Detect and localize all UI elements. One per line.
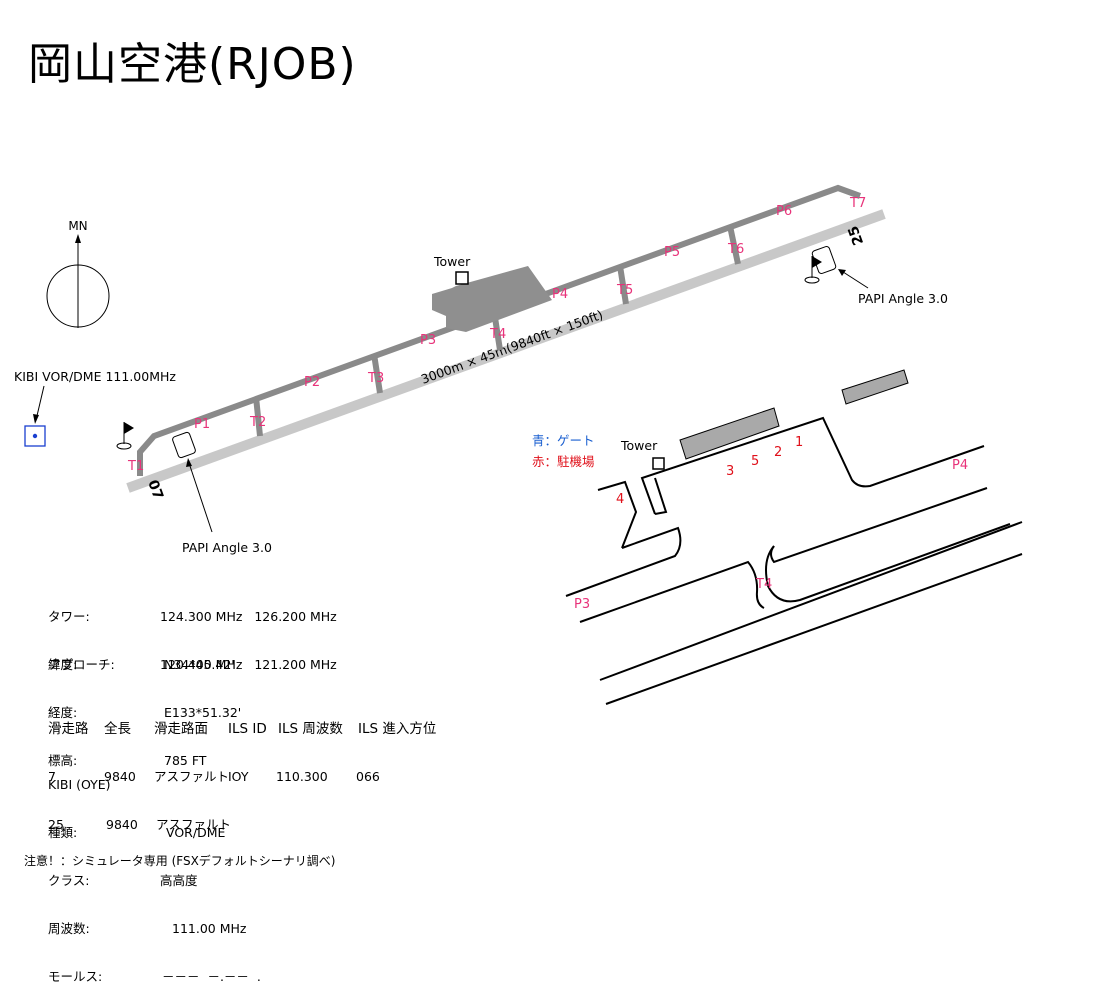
label-P2: P2 <box>304 375 320 390</box>
navaid-label: モールス: <box>48 969 103 984</box>
legend-parking: 赤：駐機場 <box>532 454 595 469</box>
vor-label: KIBI VOR/DME 111.00MHz <box>14 369 176 384</box>
morse-code: －－－ －.－－ . <box>162 969 261 984</box>
papi-west: PAPI Angle 3.0 <box>116 422 272 555</box>
airport-diagram: MN KIBI VOR/DME 111.00MHz 3000m × 45m(98… <box>14 184 1023 705</box>
north-indicator: MN <box>46 219 110 328</box>
runway-table-cell: IOY <box>228 769 249 784</box>
navaid-value: 111.00 MHz <box>172 921 247 936</box>
position-label: 標高: <box>48 753 78 768</box>
navaid-name: KIBI (OYE) <box>48 777 111 792</box>
spot-5: 5 <box>751 454 759 469</box>
runway <box>126 209 886 493</box>
label-T1: T1 <box>127 459 144 474</box>
label-T2: T2 <box>249 415 266 430</box>
label-P3: P3 <box>420 333 436 348</box>
detail-label-P4: P4 <box>952 458 968 473</box>
taxiway-system <box>137 184 862 476</box>
tower-symbol <box>455 271 469 285</box>
freq-value: 120.400 MHz 121.200 MHz <box>160 657 337 672</box>
navaid-label: 周波数: <box>48 921 90 936</box>
runway-table-cell: 9840 <box>106 817 138 832</box>
runway-table-header: 滑走路面 <box>154 721 208 737</box>
label-T3: T3 <box>367 371 384 386</box>
runway-end-25: 25 <box>845 223 867 247</box>
papi-west-label: PAPI Angle 3.0 <box>182 540 272 555</box>
runway-table-header: 滑走路 <box>48 721 89 737</box>
freq-label: アプローチ: <box>48 657 115 672</box>
navaid-block: KIBI (OYE) 種類: VOR/DME クラス: 高高度 周波数: 111.00… <box>48 745 348 1001</box>
apron-tower-label: Tower <box>620 438 658 453</box>
runway-table-cell: 9840 <box>104 769 136 784</box>
position-block: 緯度: N34*45.42' 経度: E133*51.32' 標高: 785 FT <box>48 625 348 785</box>
runway-table-header: ILS 進入方位 <box>358 721 437 737</box>
terminal-building <box>679 407 780 460</box>
runway-table-cell: 066 <box>356 769 380 784</box>
navaid-label: 種類: <box>48 825 78 840</box>
apron-detail: 青：ゲート 赤：駐機場 Tower 1 2 5 3 4 P4 P3 T4 <box>532 369 1023 705</box>
label-P4: P4 <box>552 287 568 302</box>
label-T5: T5 <box>616 283 633 298</box>
position-label: 経度: <box>48 705 78 720</box>
hangar-building <box>841 369 909 405</box>
runway-table-cell: アスファルト <box>156 817 232 832</box>
navaid-value: VOR/DME <box>166 825 226 840</box>
papi-east: PAPI Angle 3.0 <box>804 245 948 306</box>
apron <box>432 266 552 332</box>
frequency-block: タワー: 124.300 MHz 126.200 MHz アプローチ: 120.40… <box>48 577 368 689</box>
label-P5: P5 <box>664 245 680 260</box>
north-label: MN <box>68 219 87 233</box>
apron-tower-symbol <box>652 457 665 470</box>
spot-3: 3 <box>726 464 734 479</box>
runway-table-header: ILS ID <box>228 721 267 737</box>
detail-label-P3: P3 <box>574 597 590 612</box>
runway-table-cell: 110.300 <box>276 769 328 784</box>
spot-4: 4 <box>616 492 624 507</box>
freq-label: タワー: <box>48 609 90 624</box>
navaid-value: 高高度 <box>160 873 198 888</box>
position-value: 785 FT <box>164 753 207 768</box>
spot-1: 1 <box>795 435 803 450</box>
label-T4: T4 <box>489 327 506 342</box>
runway-table-header: ILS 周波数 <box>278 721 343 737</box>
label-T6: T6 <box>727 242 744 257</box>
runway-table-cell: アスファルト <box>154 769 230 784</box>
runway-table-cell: 7 <box>48 769 56 784</box>
runway-table: 滑走路 全長 滑走路面 ILS ID ILS 周波数 ILS 進入方位 7 98… <box>48 689 468 849</box>
runway-table-header: 全長 <box>104 721 131 737</box>
vor-dme-symbol: KIBI VOR/DME 111.00MHz <box>14 369 176 447</box>
papi-east-label: PAPI Angle 3.0 <box>858 291 948 306</box>
runway-end-07: 07 <box>144 478 166 502</box>
label-P1: P1 <box>194 417 210 432</box>
position-value: E133*51.32' <box>164 705 242 720</box>
spot-2: 2 <box>774 445 782 460</box>
label-T7: T7 <box>849 196 866 211</box>
position-label: 緯度: <box>48 657 78 672</box>
simulator-note: 注意！：シミュレータ専用 (FSXデフォルトシーナリ調べ) <box>24 854 336 868</box>
navaid-label: クラス: <box>48 873 90 888</box>
page-title: 岡山空港(RJOB) <box>28 39 357 90</box>
position-value: N34*45.42' <box>164 657 235 672</box>
freq-value: 124.300 MHz 126.200 MHz <box>160 609 337 624</box>
legend-gate: 青：ゲート <box>532 433 595 448</box>
detail-label-T4: T4 <box>755 577 772 592</box>
runway-table-cell: 25 <box>48 817 64 832</box>
label-P6: P6 <box>776 204 792 219</box>
tower-label: Tower <box>433 254 471 269</box>
